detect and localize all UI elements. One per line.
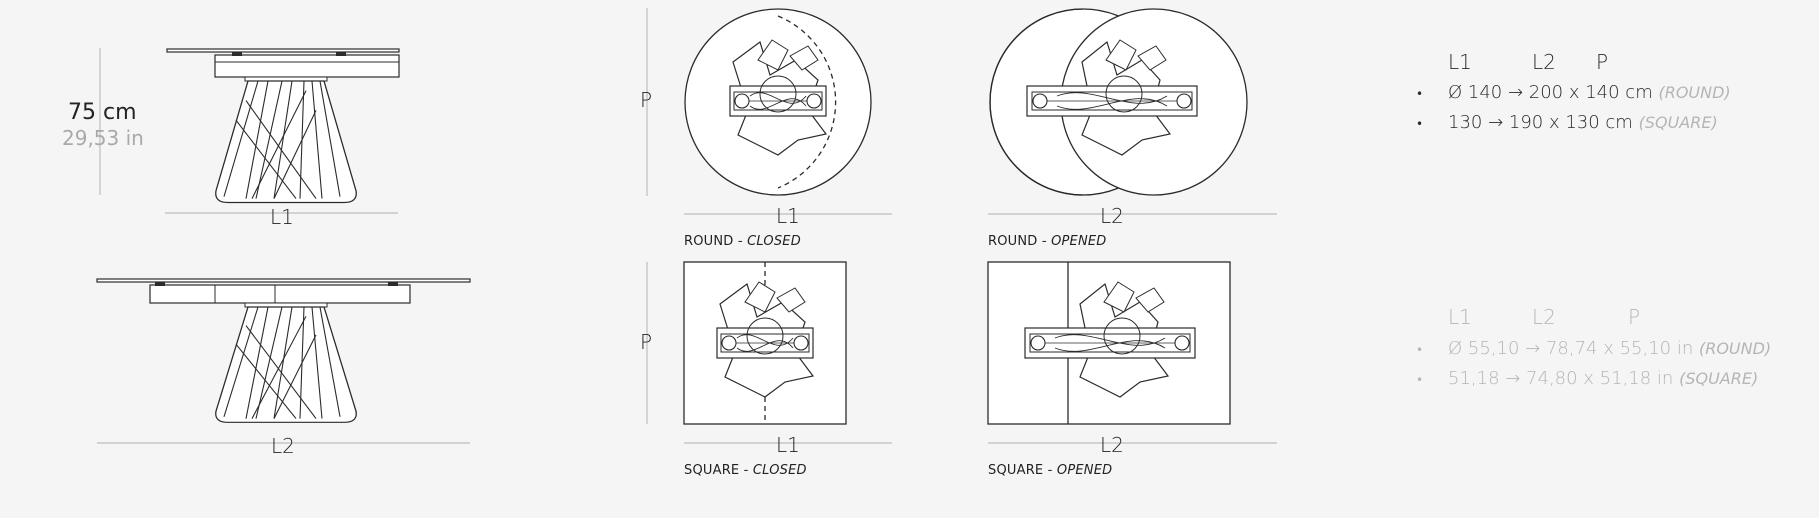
spec-row-square-inch: 51,18 → 74,80 x 51,18 in (SQUARE) [1448, 368, 1759, 389]
spec-bullet: • [1416, 117, 1424, 131]
round-closed-view [646, 8, 892, 215]
side-view-closed [99, 48, 400, 214]
spec-header-p: P [1596, 50, 1609, 74]
dim-l1-round: L1 [776, 204, 800, 228]
dim-l1-side: L1 [270, 205, 294, 229]
spec-header-p: P [1628, 305, 1641, 329]
dim-l2-round: L2 [1100, 204, 1124, 228]
dim-p-round: P [640, 88, 653, 112]
caption-square-opened: SQUARE - OPENED [988, 463, 1113, 478]
dim-l2-square: L2 [1100, 433, 1124, 457]
height-inch: 29,53 in [62, 126, 144, 150]
caption-round-opened: ROUND - OPENED [988, 234, 1107, 249]
spec-row-round-cm: Ø 140 → 200 x 140 cm (ROUND) [1448, 82, 1731, 103]
spec-row-round-inch: Ø 55,10 → 78,74 x 55,10 in (ROUND) [1448, 338, 1772, 359]
spec-bullet: • [1416, 87, 1424, 101]
dim-l2-side: L2 [271, 434, 295, 458]
caption-square-closed: SQUARE - CLOSED [684, 463, 807, 478]
square-closed-view [646, 261, 892, 444]
spec-bullet: • [1416, 343, 1424, 357]
spec-bullet: • [1416, 373, 1424, 387]
side-view-opened [96, 278, 471, 444]
square-opened-view [987, 261, 1277, 444]
caption-round-closed: ROUND - CLOSED [684, 234, 801, 249]
round-opened-view [988, 8, 1277, 215]
spec-row-square-cm: 130 → 190 x 130 cm (SQUARE) [1448, 112, 1718, 133]
dim-l1-square: L1 [776, 433, 800, 457]
dim-p-square: P [640, 330, 653, 354]
spec-header-l1: L1 [1448, 50, 1472, 74]
spec-header-l2: L2 [1532, 305, 1556, 329]
height-cm: 75 cm [68, 100, 137, 125]
spec-header-l1: L1 [1448, 305, 1472, 329]
spec-header-l2: L2 [1532, 50, 1556, 74]
